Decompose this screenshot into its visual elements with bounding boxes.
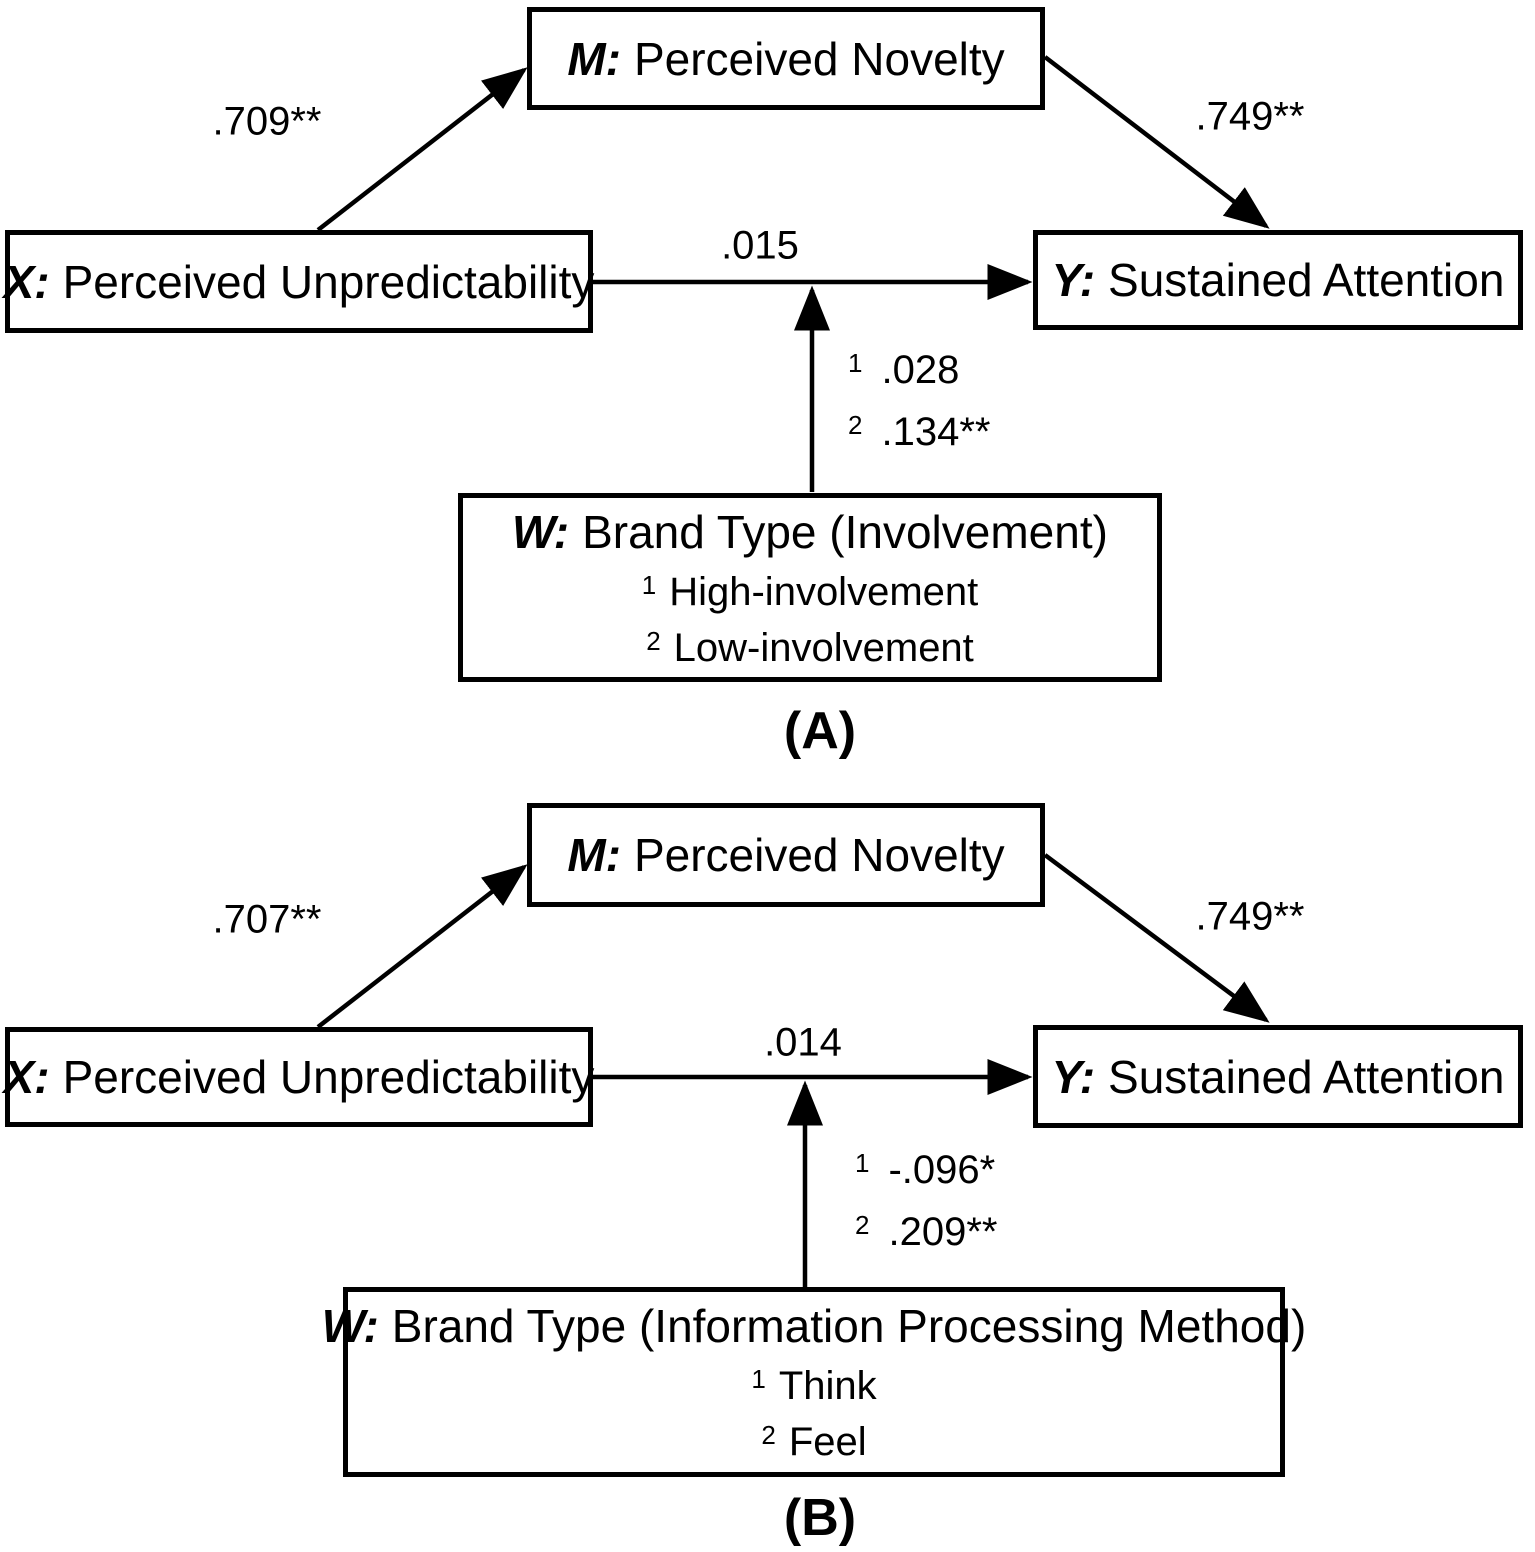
moderation-coefficient-1-sup: 1 xyxy=(848,348,863,378)
mediator-box: M: Perceived Novelty xyxy=(527,7,1045,110)
panel-a: M: Perceived Novelty X: Perceived Unpred… xyxy=(0,0,1535,775)
moderator-title: W: Brand Type (Involvement) xyxy=(512,505,1108,559)
mediator-prefix: M: xyxy=(567,829,621,881)
panel-b: M: Perceived Novelty X: Perceived Unpred… xyxy=(0,775,1535,1552)
path-label-x-to-m: .709** xyxy=(212,99,322,144)
mediator-label: Perceived Novelty xyxy=(633,829,1005,881)
moderator-level-2: 2 Feel xyxy=(761,1420,866,1465)
panel-b-arrows xyxy=(316,853,1270,1287)
moderation-coefficient-1: 1 -.096* xyxy=(855,1148,995,1193)
moderator-level-1-sup: 1 xyxy=(751,1364,766,1394)
panel-a-caption: (A) xyxy=(783,702,857,760)
moderator-label: Brand Type (Information Processing Metho… xyxy=(391,1300,1307,1352)
moderation-coefficient-1-sup: 1 xyxy=(855,1148,870,1178)
moderator-box: W: Brand Type (Information Processing Me… xyxy=(322,1287,1306,1477)
mediator-label: Perceived Novelty xyxy=(633,32,1005,85)
dependent-variable-box: Y: Sustained Attention xyxy=(1033,230,1523,330)
moderator-level-2-label: Low-involvement xyxy=(673,625,974,670)
moderation-coefficient-1-value: -.096* xyxy=(888,1148,996,1192)
independent-variable-prefix: X: xyxy=(3,1051,50,1103)
moderation-coefficient-2-sup: 2 xyxy=(855,1210,870,1240)
independent-variable-box: X: Perceived Unpredictability xyxy=(3,1027,595,1127)
moderator-level-2-label: Feel xyxy=(788,1420,867,1464)
moderator-level-2-sup: 2 xyxy=(646,625,661,656)
dependent-variable-prefix: Y: xyxy=(1051,254,1096,306)
moderator-level-1-label: High-involvement xyxy=(669,569,979,614)
path-label-m-to-y: .749** xyxy=(1195,94,1305,139)
path-label-x-to-y: .015 xyxy=(721,223,799,268)
moderator-level-2: 2 Low-involvement xyxy=(646,626,974,671)
mediator-box: M: Perceived Novelty xyxy=(527,803,1045,907)
moderation-coefficient-2-value: .209** xyxy=(888,1210,998,1254)
independent-variable-prefix: X: xyxy=(3,255,50,308)
arrow-m-to-y xyxy=(1043,853,1270,1023)
moderation-coefficient-2: 2 .209** xyxy=(855,1210,997,1255)
independent-variable-label: Perceived Unpredictability xyxy=(62,255,595,308)
moderator-title: W: Brand Type (Information Processing Me… xyxy=(322,1299,1307,1353)
moderation-coefficient-2-value: .134** xyxy=(881,410,991,454)
moderation-coefficient-1-value: .028 xyxy=(881,348,960,392)
path-label-m-to-y: .749** xyxy=(1195,894,1305,939)
moderation-coefficient-2: 2 .134** xyxy=(848,410,990,455)
moderator-level-1-label: Think xyxy=(778,1364,877,1408)
moderator-prefix: W: xyxy=(512,505,570,558)
independent-variable-label: Perceived Unpredictability xyxy=(62,1051,595,1103)
dependent-variable-label: Sustained Attention xyxy=(1108,1050,1505,1103)
dependent-variable-prefix: Y: xyxy=(1051,1050,1096,1103)
dependent-variable-box: Y: Sustained Attention xyxy=(1033,1025,1523,1128)
independent-variable-box: X: Perceived Unpredictability xyxy=(3,230,595,333)
moderation-coefficient-1: 1 .028 xyxy=(848,348,959,393)
arrow-m-to-y xyxy=(1043,55,1270,229)
moderator-box: W: Brand Type (Involvement) 1 High-involv… xyxy=(458,493,1162,682)
moderator-prefix: W: xyxy=(321,1300,379,1352)
path-label-x-to-y: .014 xyxy=(764,1020,842,1065)
moderation-coefficient-2-sup: 2 xyxy=(848,410,863,440)
mediator-prefix: M: xyxy=(567,32,621,85)
panel-a-arrows xyxy=(316,55,1270,492)
dependent-variable-label: Sustained Attention xyxy=(1108,254,1505,306)
moderator-level-1: 1 Think xyxy=(751,1364,876,1409)
panel-b-caption: (B) xyxy=(783,1489,857,1547)
path-label-x-to-m: .707** xyxy=(212,897,322,942)
arrow-x-to-m xyxy=(316,864,528,1029)
moderator-level-1: 1 High-involvement xyxy=(642,570,979,615)
arrow-x-to-m xyxy=(316,67,528,232)
moderator-label: Brand Type (Involvement) xyxy=(582,505,1108,558)
moderator-level-1-sup: 1 xyxy=(641,569,657,600)
moderator-level-2-sup: 2 xyxy=(761,1420,776,1450)
